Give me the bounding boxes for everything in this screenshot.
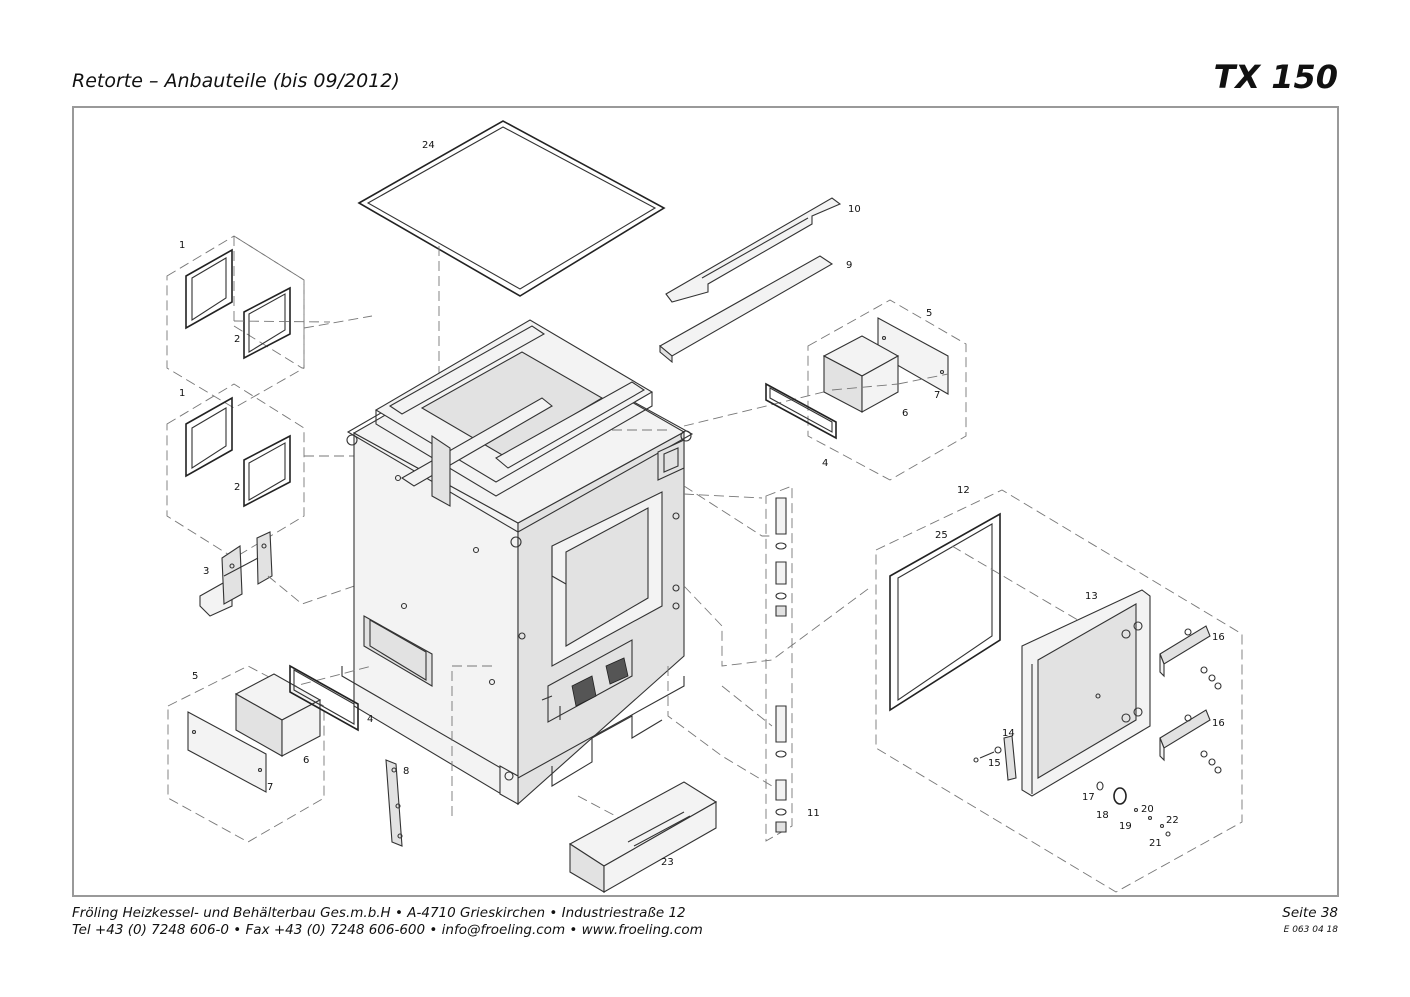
label-19: 19: [1119, 821, 1132, 832]
part-group-1-2-middle: [166, 383, 372, 559]
label-4-right: 4: [822, 458, 828, 469]
part-10-strip: [665, 197, 842, 303]
label-5-left: 5: [192, 671, 198, 682]
label-4-left: 4: [367, 714, 373, 725]
label-1-middle: 1: [179, 388, 185, 399]
model-name: TX 150: [1213, 58, 1338, 96]
label-6-right: 6: [902, 408, 908, 419]
label-12: 12: [957, 485, 970, 496]
part-group-5-6-7-left: [167, 665, 325, 843]
label-2-middle: 2: [234, 482, 240, 493]
part-group-1-2-top: [166, 235, 373, 409]
part-11-bolts: [765, 485, 793, 842]
label-7-left: 7: [267, 782, 273, 793]
drawing-frame: [72, 106, 1339, 897]
part-group-5-6-7-right: [807, 299, 967, 481]
label-5-right: 5: [926, 308, 932, 319]
label-8: 8: [403, 766, 409, 777]
label-20: 20: [1141, 804, 1154, 815]
label-18: 18: [1096, 810, 1109, 821]
part-8-hinge: [385, 759, 403, 847]
label-6-left: 6: [303, 755, 309, 766]
label-21: 21: [1149, 838, 1162, 849]
label-2-top: 2: [234, 334, 240, 345]
part-23-drawer: [568, 781, 718, 893]
part-4-gasket-left: [289, 664, 359, 732]
label-7-right: 7: [934, 390, 940, 401]
boiler-body: [341, 319, 694, 806]
label-17: 17: [1082, 792, 1095, 803]
label-25: 25: [935, 530, 948, 541]
label-23: 23: [661, 857, 674, 868]
label-24: 24: [422, 140, 435, 151]
page-number: Seite 38: [1282, 905, 1338, 921]
label-22: 22: [1166, 815, 1179, 826]
label-16-bottom: 16: [1212, 718, 1225, 729]
part-4-gasket-right: [765, 382, 837, 440]
label-3: 3: [203, 566, 209, 577]
document-code: E 063 04 18: [1283, 925, 1338, 935]
part-24-seal-frame: [357, 120, 666, 476]
label-1-top: 1: [179, 240, 185, 251]
label-13: 13: [1085, 591, 1098, 602]
footer-contact-line: Tel +43 (0) 7248 606-0 • Fax +43 (0) 724…: [72, 922, 703, 938]
page-title: Retorte – Anbauteile (bis 09/2012): [72, 70, 400, 92]
footer-company-line: Fröling Heizkessel- und Behälterbau Ges.…: [72, 905, 686, 921]
label-15: 15: [988, 758, 1001, 769]
exploded-parts-drawing: 24 10 9 1 2 1 2 5 6 7 4 3 5 6 7 4 8 11 2…: [166, 120, 1243, 893]
label-16-top: 16: [1212, 632, 1225, 643]
part-group-12-door: [875, 489, 1243, 893]
part-9-strip: [659, 255, 834, 364]
label-11: 11: [807, 808, 820, 819]
label-14: 14: [1002, 728, 1015, 739]
part-3-bracket: [199, 531, 373, 617]
label-10: 10: [848, 204, 861, 215]
label-9: 9: [846, 260, 852, 271]
